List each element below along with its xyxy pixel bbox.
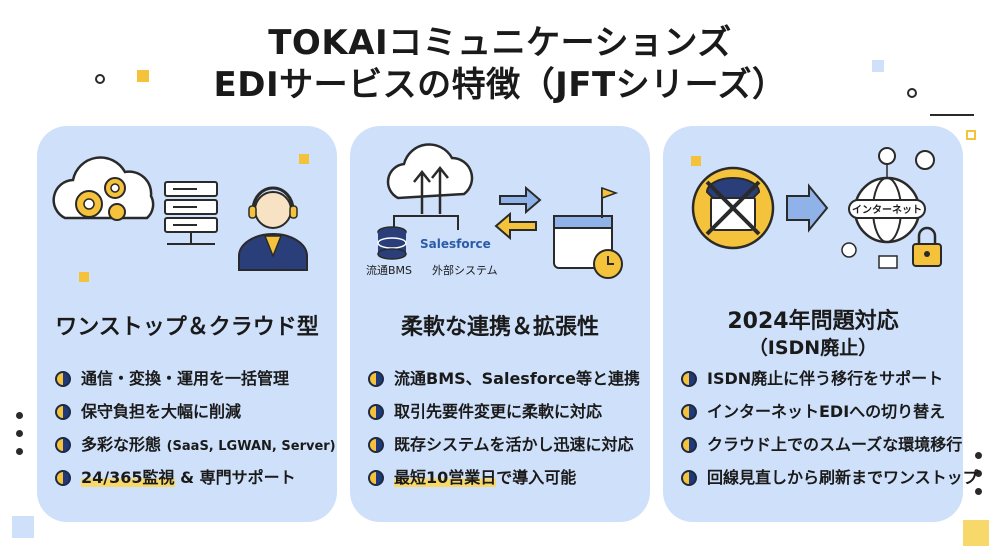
deco-square [966, 130, 976, 140]
deco-square [12, 516, 34, 538]
bullet-icon [368, 437, 384, 453]
bullet-icon [681, 404, 697, 420]
page-title-line2: EDIサービスの特徴（JFTシリーズ） [213, 65, 787, 105]
card2-heading: 柔軟な連携＆拡張性 [400, 315, 599, 340]
list-item: 回線見直しから刷新までワンストップ [681, 464, 979, 497]
card1-bullet-list: 通信・変換・運用を一括管理 保守負担を大幅に削減 多彩な形態 (SaaS, LG… [55, 365, 336, 497]
cloud-gears-icon [52, 156, 155, 221]
bullet-icon [681, 437, 697, 453]
deco-square [137, 70, 149, 82]
list-item: 多彩な形態 (SaaS, LGWAN, Server) [55, 431, 336, 464]
card1-illustration [52, 154, 309, 282]
deco-dot [16, 448, 23, 455]
deco-dot [95, 74, 105, 84]
list-item: 最短10営業日で導入可能 [368, 464, 640, 497]
list-item: 既存システムを活かし迅速に対応 [368, 431, 640, 464]
list-item: 通信・変換・運用を一括管理 [55, 365, 336, 398]
deco-square [872, 60, 884, 72]
exchange-arrows-icon [494, 185, 542, 241]
support-operator-icon [238, 186, 308, 271]
list-item: クラウド上でのスムーズな環境移行 [681, 431, 979, 464]
lock-icon [912, 226, 942, 267]
calendar-clock-icon [553, 186, 623, 279]
bullet-icon [55, 371, 71, 387]
deco-square [79, 272, 89, 282]
page-title-line1: TOKAIコミュニケーションズ [268, 23, 732, 63]
bullet-icon [681, 470, 697, 486]
feature-card-flexibility: Salesforce 流通BMS 外部システム 柔軟な連携＆拡張性 流通BMS、… [350, 126, 650, 522]
globe-label: インターネット [852, 204, 922, 216]
db-label: 流通BMS [366, 263, 412, 277]
deco-dot [16, 412, 23, 419]
arrow-right-icon [786, 183, 829, 233]
deco-line [930, 114, 974, 116]
card3-subheading: （ISDN廃止） [748, 337, 878, 359]
feature-card-oneStop: ワンストップ＆クラウド型 通信・変換・運用を一括管理 保守負担を大幅に削減 多彩… [37, 126, 337, 522]
deco-square [691, 156, 701, 166]
deco-dot [907, 88, 917, 98]
card3-illustration: インターネット [691, 147, 942, 269]
deco-dot [975, 470, 982, 477]
feature-card-2024: インターネット 2024年問題対応 （ISDN廃止） ISDN廃止に伴う移行をサ… [663, 126, 979, 522]
external-label: 外部システム [432, 263, 498, 277]
list-item: 流通BMS、Salesforce等と連携 [368, 365, 640, 398]
bullet-icon [55, 404, 71, 420]
internet-globe-icon: インターネット [841, 147, 935, 269]
list-item: インターネットEDIへの切り替え [681, 398, 979, 431]
deco-square [963, 520, 989, 546]
bullet-icon [681, 371, 697, 387]
card2-illustration: Salesforce 流通BMS 外部システム [366, 143, 623, 279]
list-item: 24/365監視 & 専門サポート [55, 464, 336, 497]
bullet-icon [368, 371, 384, 387]
brand-label: Salesforce [420, 237, 491, 251]
list-item: 取引先要件変更に柔軟に対応 [368, 398, 640, 431]
list-item: ISDN廃止に伴う移行をサポート [681, 365, 979, 398]
cloud-upload-icon [386, 143, 474, 230]
bullet-icon [368, 470, 384, 486]
bullet-icon [368, 404, 384, 420]
card2-bullet-list: 流通BMS、Salesforce等と連携 取引先要件変更に柔軟に対応 既存システ… [368, 365, 640, 497]
deco-dot [975, 488, 982, 495]
database-icon [377, 226, 407, 260]
deco-dot [16, 430, 23, 437]
deco-square [299, 154, 309, 164]
no-phone-icon [691, 166, 775, 250]
card3-heading: 2024年問題対応 [727, 309, 899, 334]
bullet-icon [55, 437, 71, 453]
deco-dot [975, 452, 982, 459]
bullet-icon [55, 470, 71, 486]
card3-bullet-list: ISDN廃止に伴う移行をサポート インターネットEDIへの切り替え クラウド上で… [681, 365, 979, 497]
card1-heading: ワンストップ＆クラウド型 [55, 315, 319, 340]
server-icon [164, 181, 218, 245]
list-item: 保守負担を大幅に削減 [55, 398, 336, 431]
